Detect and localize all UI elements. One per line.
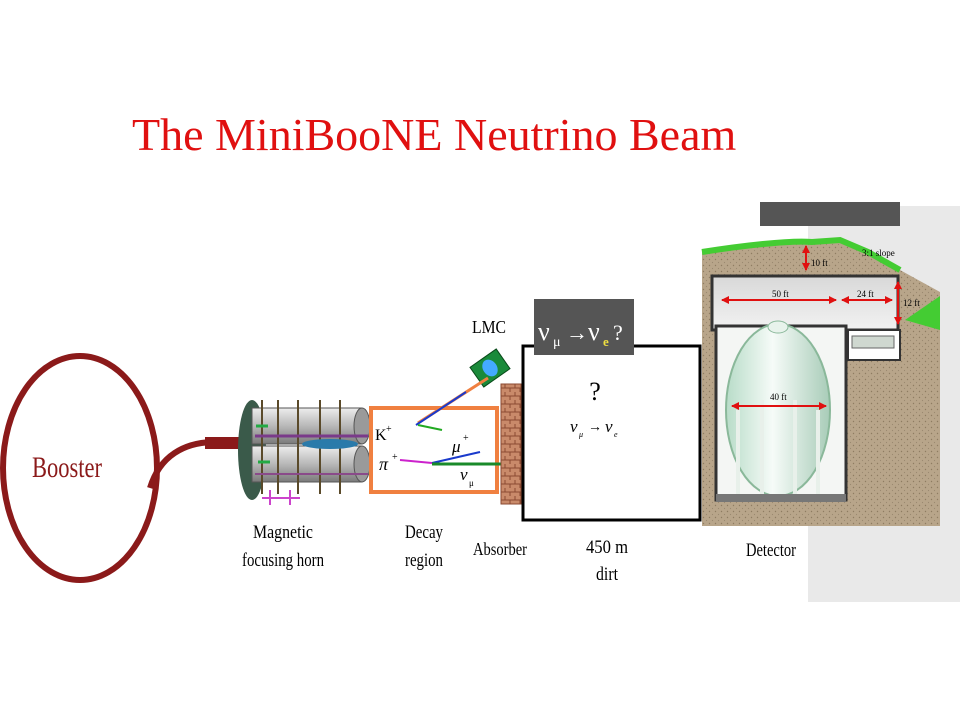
neutrino-flavor: μ: [469, 478, 474, 488]
osc-arrow: →: [566, 320, 588, 345]
horn-label-line2: focusing horn: [242, 550, 324, 571]
muon-track: [431, 451, 481, 464]
oscillation-question-box: [534, 299, 634, 355]
detector-sphere: [725, 323, 831, 497]
sphere-diameter-label: 40 ft: [770, 392, 787, 402]
detector-site: [701, 236, 940, 526]
kaon-symbol: K: [375, 427, 387, 444]
dark-header-bar: [760, 202, 900, 226]
lmc-label: LMC: [472, 317, 506, 337]
absorber-wall: [500, 383, 522, 505]
dirt-question-mark: ?: [589, 377, 601, 406]
hall-width-label: 50 ft: [772, 289, 789, 299]
decay-label-line1: Decay: [405, 522, 443, 543]
osc-e-subscript: e: [603, 334, 609, 349]
osc-mu-subscript: μ: [553, 335, 561, 350]
kaon-charge: +: [386, 424, 392, 435]
formula-arrow: →: [588, 420, 602, 435]
kaon-track: [415, 391, 467, 426]
neutrino-symbol: ν: [460, 465, 468, 484]
dirt-region-box: [521, 344, 702, 522]
horn-label-line1: Magnetic: [253, 522, 313, 543]
dirt-label-line1: 450 m: [586, 537, 628, 558]
absorber-label: Absorber: [473, 539, 527, 559]
formula-nu-1: ν: [570, 417, 578, 436]
booster-label: Booster: [32, 451, 102, 484]
formula-nu-2: ν: [605, 417, 613, 436]
slope-label: 3:1 slope: [862, 248, 895, 258]
formula-sub-1: μ: [578, 430, 583, 439]
muon-charge: +: [463, 433, 469, 444]
height-label: 12 ft: [903, 298, 920, 308]
detector-label: Detector: [746, 540, 797, 561]
booster-extraction-line: [147, 439, 213, 489]
side-width-label: 24 ft: [857, 289, 874, 299]
dirt-label-line2: dirt: [596, 564, 619, 585]
oscillation-formula: ν μ → ν e: [570, 417, 618, 439]
decay-region-box: [369, 406, 499, 494]
pion-charge: +: [392, 452, 398, 463]
decay-label-line2: region: [405, 550, 443, 571]
osc-nu-1: ν: [538, 317, 550, 346]
focusing-horn: [238, 400, 371, 505]
muon-symbol: μ: [451, 437, 461, 456]
kaon-decay-track: [417, 424, 443, 431]
depth-label: 10 ft: [811, 258, 828, 268]
osc-nu-2: ν: [588, 317, 600, 346]
beam-pipe: [205, 437, 247, 449]
pion-track: [399, 459, 433, 464]
slide-title: The MiniBooNE Neutrino Beam: [132, 109, 737, 160]
formula-sub-2: e: [614, 430, 618, 439]
osc-question-mark: ?: [613, 320, 623, 345]
lmc-detector: [469, 348, 511, 388]
pion-symbol: π: [379, 454, 389, 474]
